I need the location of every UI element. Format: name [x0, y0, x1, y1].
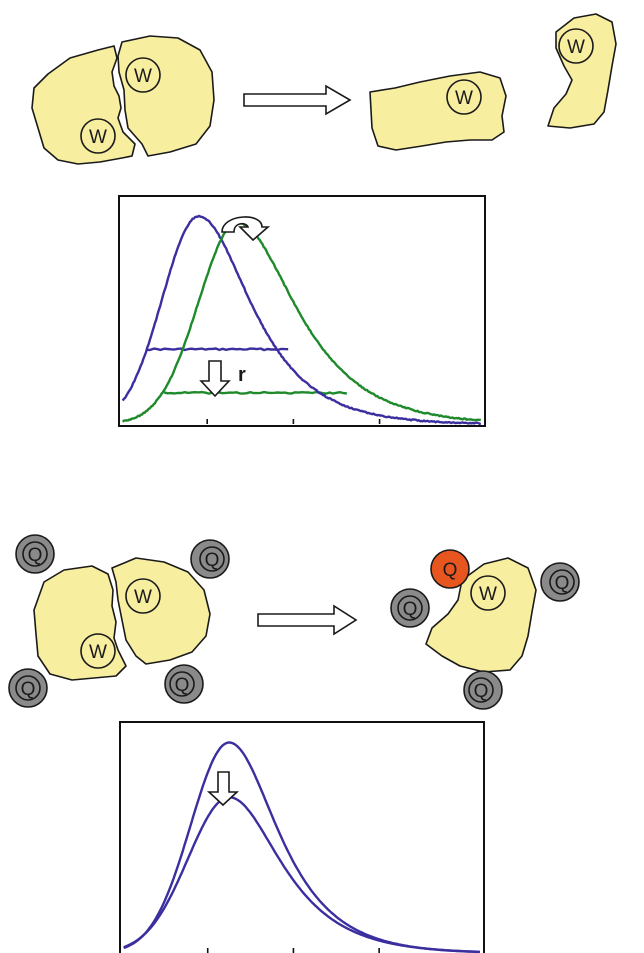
quencher-label: Q: [175, 675, 190, 696]
width-levels: [146, 347, 347, 395]
width-annotation-label: r: [238, 364, 246, 386]
down-arrow-outline-icon: [199, 360, 231, 398]
water-label: W: [134, 66, 152, 87]
chart-frame: [119, 721, 485, 953]
water-label: W: [567, 37, 585, 58]
spectrum-curve: [123, 796, 480, 953]
bottom-panel: Q Q W W Q Q: [8, 534, 580, 710]
water-molecule: W: [125, 57, 161, 93]
spectrum-chart-top: r: [118, 195, 486, 427]
spectrum-curves: [123, 741, 480, 953]
quencher-molecule-bound: Q: [430, 549, 470, 589]
quencher-molecule: Q: [8, 668, 48, 708]
particle-fragment: [425, 557, 537, 673]
quencher-label: Q: [443, 560, 458, 581]
down-arrow-outline-icon: [206, 771, 240, 807]
spectrum-curves: [121, 214, 482, 425]
water-label: W: [89, 642, 107, 663]
particle-left-half-right: [111, 557, 211, 665]
water-molecule: W: [80, 118, 116, 154]
quencher-label: Q: [474, 681, 489, 702]
top-panel: W W W W: [31, 13, 617, 165]
quencher-label: Q: [21, 679, 36, 700]
quencher-molecule: Q: [190, 539, 230, 579]
spectrum-curve: [121, 214, 482, 425]
particle-left-half-top: [33, 565, 127, 681]
water-label: W: [89, 127, 107, 148]
x-axis-ticks: [206, 419, 381, 424]
particle-fragment: W: [547, 13, 617, 129]
quencher-label: Q: [403, 599, 418, 620]
width-level-line: [163, 390, 347, 395]
quencher-label: Q: [205, 550, 220, 571]
quencher-label: Q: [28, 545, 43, 566]
quencher-molecule: Q: [164, 664, 204, 704]
particle-fragment: W: [369, 71, 507, 151]
water-molecule: W: [80, 633, 116, 669]
quencher-molecule: Q: [15, 534, 55, 574]
chart-frame: [118, 195, 486, 427]
particle-left-half-right: [117, 35, 215, 157]
water-label: W: [134, 587, 152, 608]
width-level-line: [146, 347, 289, 352]
water-molecule: W: [470, 575, 506, 611]
right-arrow-outline-icon: [243, 84, 352, 116]
quencher-molecule: Q: [540, 562, 580, 602]
water-label: W: [455, 88, 473, 109]
water-molecule: W: [125, 578, 161, 614]
water-label: W: [479, 584, 497, 605]
quencher-molecule: Q: [463, 670, 503, 710]
curved-arrow-right-icon: [221, 216, 271, 242]
x-axis-ticks: [206, 948, 380, 953]
spectrum-curve: [121, 220, 482, 423]
quencher-molecule: Q: [390, 588, 430, 628]
particle-left-half-top: [31, 45, 136, 165]
right-arrow-outline-icon: [257, 604, 358, 636]
quencher-label: Q: [555, 573, 570, 594]
spectrum-chart-bottom: [119, 721, 485, 953]
